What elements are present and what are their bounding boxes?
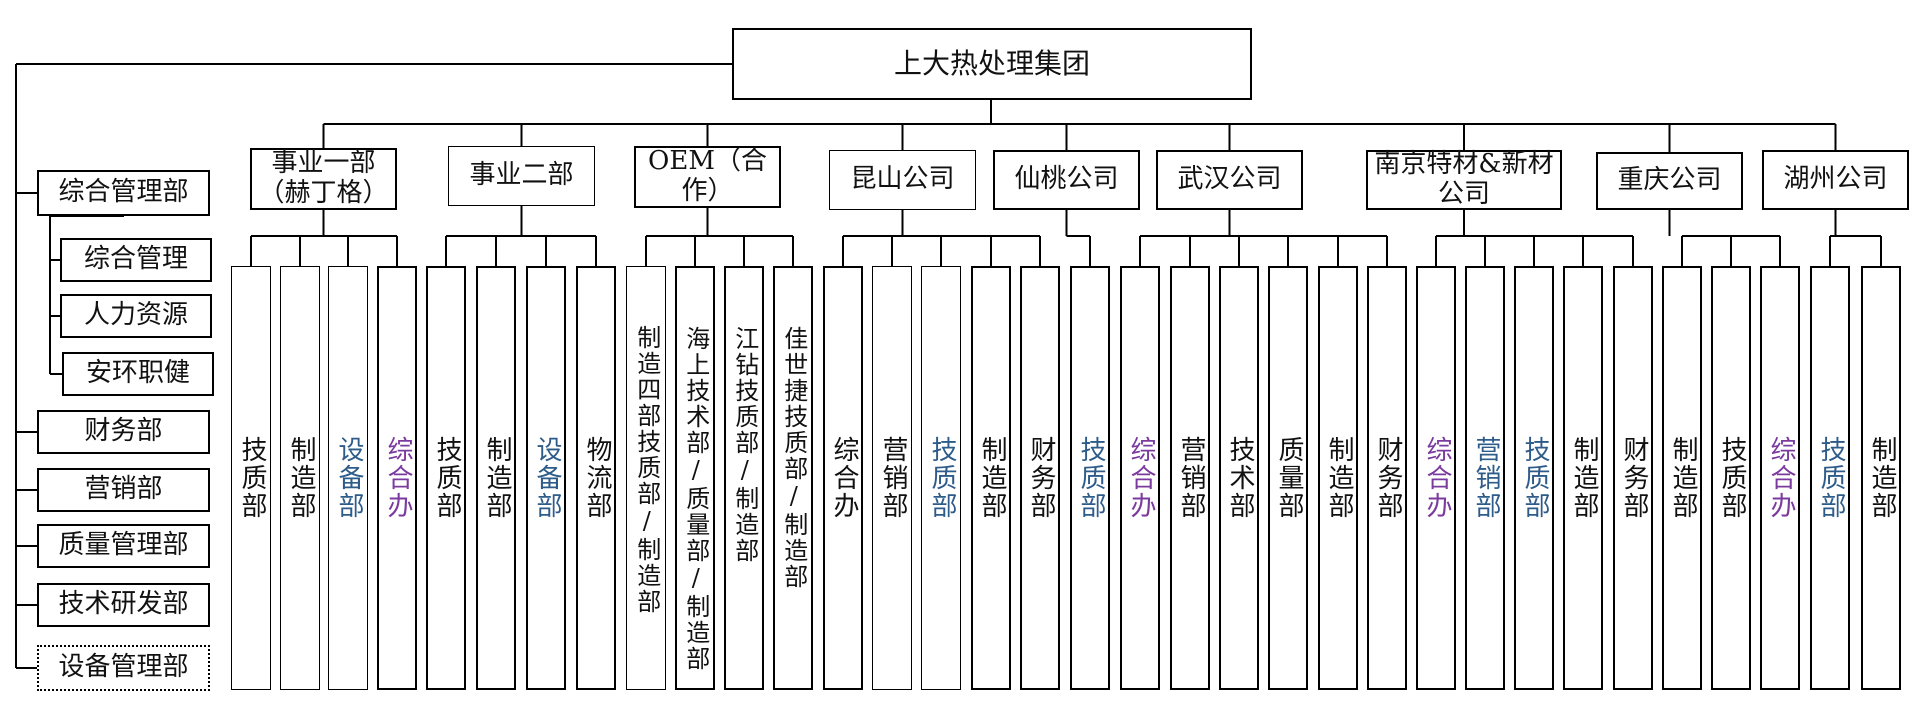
unit-kunshan: 昆山公司 [829, 150, 976, 210]
sub-dept-33: 技质部 [1810, 266, 1850, 690]
sub-dept-17: 财务部 [1020, 266, 1060, 690]
sub-dept-2: 制造部 [280, 266, 320, 690]
left-dept-general-management: 综合管理部 [37, 170, 210, 216]
sub-dept-9: 制造四部技质部/制造部 [626, 266, 666, 690]
unit-chongqing: 重庆公司 [1596, 152, 1743, 210]
left-dept-quality: 质量管理部 [37, 524, 210, 568]
sub-dept-25: 综合办 [1416, 266, 1456, 690]
sub-dept-30: 制造部 [1662, 266, 1702, 690]
unit-huzhou: 湖州公司 [1762, 150, 1909, 210]
sub-dept-19: 综合办 [1120, 266, 1160, 690]
sub-dept-23: 制造部 [1318, 266, 1358, 690]
sub-dept-24: 财务部 [1367, 266, 1407, 690]
sub-dept-29: 财务部 [1613, 266, 1653, 690]
left-dept-marketing: 营销部 [37, 468, 210, 512]
unit-wuhan: 武汉公司 [1156, 150, 1303, 210]
sub-dept-31: 技质部 [1711, 266, 1751, 690]
sub-dept-27: 技质部 [1514, 266, 1554, 690]
sub-dept-10: 海上技术部/质量部/制造部 [675, 266, 715, 690]
sub-dept-16: 制造部 [971, 266, 1011, 690]
unit-xiantao: 仙桃公司 [993, 150, 1140, 210]
unit-business-two: 事业二部 [448, 146, 595, 206]
sub-dept-6: 制造部 [476, 266, 516, 690]
sub-dept-21: 技术部 [1219, 266, 1259, 690]
left-dept-tech-rd: 技术研发部 [37, 583, 210, 627]
left-dept-safety-environment: 安环职健 [62, 352, 214, 396]
sub-dept-8: 物流部 [576, 266, 616, 690]
sub-dept-13: 综合办 [823, 266, 863, 690]
sub-dept-4: 综合办 [377, 266, 417, 690]
sub-dept-32: 综合办 [1760, 266, 1800, 690]
sub-dept-12: 佳世捷技质部/制造部 [773, 266, 813, 690]
unit-oem: OEM（合作） [634, 146, 781, 208]
sub-dept-15: 技质部 [921, 266, 961, 690]
sub-dept-14: 营销部 [872, 266, 912, 690]
left-dept-human-resources: 人力资源 [60, 294, 212, 338]
left-dept-finance: 财务部 [37, 410, 210, 454]
sub-dept-20: 营销部 [1170, 266, 1210, 690]
unit-business-one: 事业一部（赫丁格） [250, 148, 397, 210]
sub-dept-26: 营销部 [1465, 266, 1505, 690]
left-dept-equipment: 设备管理部 [37, 645, 210, 691]
sub-dept-28: 制造部 [1563, 266, 1603, 690]
sub-dept-22: 质量部 [1268, 266, 1308, 690]
unit-nanjing: 南京特材&新材公司 [1366, 149, 1562, 210]
root-box: 上大热处理集团 [732, 28, 1252, 100]
sub-dept-34: 制造部 [1861, 266, 1901, 690]
sub-dept-7: 设备部 [526, 266, 566, 690]
sub-dept-11: 江钻技质部/制造部 [724, 266, 764, 690]
left-dept-general-admin: 综合管理 [60, 238, 212, 282]
sub-dept-3: 设备部 [328, 266, 368, 690]
sub-dept-5: 技质部 [426, 266, 466, 690]
sub-dept-18: 技质部 [1070, 266, 1110, 690]
sub-dept-1: 技质部 [231, 266, 271, 690]
